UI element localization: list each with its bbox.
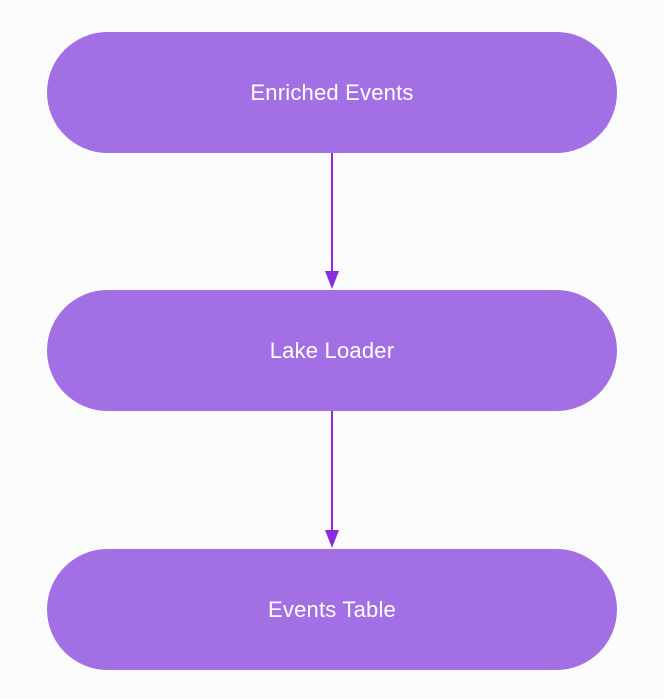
node-events-table: Events Table (47, 549, 617, 670)
node-enriched-events: Enriched Events (47, 32, 617, 153)
arrowhead-icon (325, 530, 339, 548)
arrowhead-icon (325, 271, 339, 289)
node-label: Lake Loader (269, 337, 395, 363)
edge-enriched-events-to-lake-loader (325, 153, 339, 289)
edge-lake-loader-to-events-table (325, 411, 339, 548)
node-lake-loader: Lake Loader (47, 290, 617, 411)
node-label: Enriched Events (250, 79, 414, 105)
node-label: Events Table (268, 596, 396, 622)
